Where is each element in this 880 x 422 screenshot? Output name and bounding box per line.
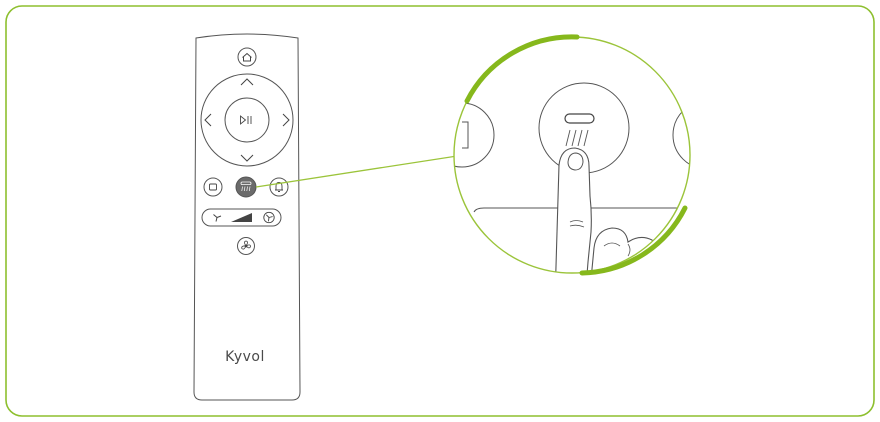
spot-clean-button[interactable] bbox=[204, 178, 222, 196]
illustration-frame bbox=[6, 6, 874, 416]
home-button[interactable] bbox=[238, 48, 256, 66]
remote-brand-label: Kyvol bbox=[225, 349, 265, 365]
remote-control: Kyvol bbox=[194, 34, 300, 400]
play-pause-button[interactable] bbox=[225, 98, 269, 142]
suction-control[interactable] bbox=[202, 209, 281, 226]
zoom-detail bbox=[430, 37, 741, 300]
direction-pad[interactable] bbox=[201, 74, 293, 166]
zoom-right-button bbox=[673, 101, 741, 169]
bell-button[interactable] bbox=[270, 178, 288, 196]
fan-button[interactable] bbox=[238, 238, 255, 255]
water-spray-button[interactable] bbox=[236, 177, 256, 197]
